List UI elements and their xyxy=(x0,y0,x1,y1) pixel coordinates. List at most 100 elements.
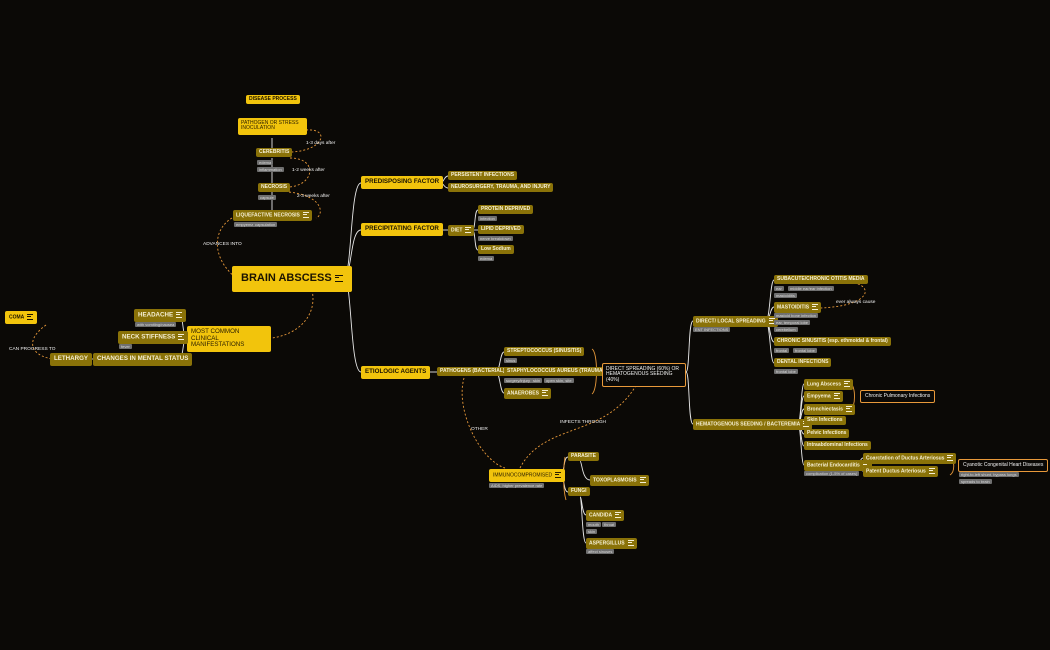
bronchiectasis-node[interactable]: Bronchiectasis xyxy=(804,404,855,415)
parasite-node[interactable]: PARASITE xyxy=(568,452,599,462)
dental-node[interactable]: DENTAL INFECTIONS xyxy=(774,358,832,368)
patent-ductus-node[interactable]: Patent Ductus Arteriosus xyxy=(863,466,938,477)
chronic-pulmonary-node[interactable]: Chronic Pulmonary Infections xyxy=(860,390,936,404)
cerebritis-node[interactable]: CEREBRITIS xyxy=(256,148,293,158)
cyanotic-node[interactable]: Cyanotic Congenital Heart Diseases xyxy=(958,459,1049,473)
diet-node[interactable]: DIET xyxy=(448,225,475,236)
note-icon xyxy=(844,381,850,387)
coarctation-node[interactable]: Coarctation of Ductus Arteriosus xyxy=(863,453,957,464)
bronch-label: Bronchiectasis xyxy=(807,406,843,413)
cyanotic-tag: spreads to brain xyxy=(959,479,992,484)
anaerobes-node[interactable]: ANAEROBES xyxy=(504,388,551,399)
skin-infections-node[interactable]: Skin Infections xyxy=(804,416,846,426)
edge-label-other: OTHER xyxy=(471,427,488,432)
predisposing-node[interactable]: PREDISPOSING FACTOR xyxy=(361,176,444,189)
liquefactive-tag: empyema xyxy=(234,222,256,227)
precipitating-node[interactable]: PRECIPITATING FACTOR xyxy=(361,223,443,236)
mastoiditis-node[interactable]: MASTOIDITIS xyxy=(774,302,822,313)
coarc-label: Coarctation of Ductus Arteriosus xyxy=(866,455,945,462)
anaerobes-label: ANAEROBES xyxy=(507,390,539,397)
lethargy-node[interactable]: LETHARGY xyxy=(50,353,93,366)
hematogenous-node[interactable]: HEMATOGENOUS SEEDING / BACTEREMIA xyxy=(693,419,813,430)
note-icon xyxy=(928,468,935,474)
edge-label-liquefactive: 2-3 weeks after xyxy=(297,194,330,199)
staph-tag: skin xyxy=(531,378,543,383)
edge-label-necrosis: 1-2 weeks after xyxy=(292,168,325,173)
local-spreading-node[interactable]: DIRECT/ LOCAL SPREADING xyxy=(693,316,778,327)
note-icon xyxy=(334,274,343,282)
staph-node[interactable]: STAPHYLOCOCCUS AUREUS (TRAUMA) xyxy=(504,367,608,377)
hema-label: HEMATOGENOUS SEEDING / BACTEREMIA xyxy=(696,421,801,428)
staph-tag: open skin, site xyxy=(544,378,574,383)
lung-label: Lung Abscess xyxy=(807,381,841,388)
note-icon xyxy=(768,318,775,324)
protein-node[interactable]: PROTEIN DEPRIVED xyxy=(478,205,534,215)
candida-label: CANDIDA xyxy=(589,512,613,519)
immuno-node[interactable]: IMMUNOCOMPROMISED xyxy=(489,469,566,482)
root-label: BRAIN ABSCESS xyxy=(241,272,332,284)
root-node[interactable]: BRAIN ABSCESS xyxy=(232,266,352,292)
otitis-tag: middle ear/ear infection xyxy=(788,286,834,291)
neck-label: NECK STIFFNESS xyxy=(122,333,176,341)
empyema-node[interactable]: Empyema xyxy=(804,391,843,402)
note-icon xyxy=(833,393,840,399)
pelvic-infections-node[interactable]: Pelvic Infections xyxy=(804,429,850,439)
pathogen-node[interactable]: PATHOGEN OR STRESS INOCULATION xyxy=(238,118,307,135)
liquefactive-label: LIQUEFACTIVE NECROSIS xyxy=(236,212,300,219)
local-tag: ENT INFECTIONS xyxy=(693,327,731,332)
etiologic-node[interactable]: ETIOLOGIC AGENTS xyxy=(361,366,431,379)
headache-node[interactable]: HEADACHE xyxy=(134,309,187,323)
endocarditis-node[interactable]: Bacterial Endocarditis xyxy=(804,460,872,471)
endo-tag: complication (1-5% of cases) xyxy=(804,471,860,476)
neck-stiffness-node[interactable]: NECK STIFFNESS xyxy=(118,331,189,345)
necrosis-tag: capsule xyxy=(258,195,276,200)
note-icon xyxy=(178,334,185,340)
mastoid-tag: mastoid bone infection xyxy=(774,313,819,318)
pathogens-node[interactable]: PATHOGENS (BACTERIAL) xyxy=(437,367,508,377)
note-icon xyxy=(947,455,954,461)
note-icon xyxy=(302,212,309,218)
disease-process-header[interactable]: DISEASE PROCESS xyxy=(246,95,300,105)
lung-abscess-node[interactable]: Lung Abscess xyxy=(804,379,853,390)
dental-tag: frontal lobe xyxy=(774,369,798,374)
predisposing-item[interactable]: NEUROSURGERY, TRAUMA, AND INJURY xyxy=(448,183,554,193)
liquefactive-node[interactable]: LIQUEFACTIVE NECROSIS xyxy=(233,210,312,221)
note-icon xyxy=(27,314,34,320)
fungi-node[interactable]: FUNGI xyxy=(568,487,590,497)
spreading-node[interactable]: DIRECT SPREADING (60%) OR HEMATOGENOUS S… xyxy=(602,363,686,387)
empyema-label: Empyema xyxy=(807,393,831,400)
mental-status-node[interactable]: CHANGES IN MENTAL STATUS xyxy=(93,353,193,366)
liquefactive-tag: capsulation xyxy=(253,222,278,227)
edge-label-always: ever always cause xyxy=(836,300,876,305)
necrosis-node[interactable]: NECROSIS xyxy=(258,183,291,193)
immuno-tag: AIDS, higher prevalence rate xyxy=(489,483,545,488)
aspergillus-tag: affect sinuses xyxy=(586,549,615,554)
candida-tag: skin xyxy=(586,529,598,534)
note-icon xyxy=(615,512,622,518)
diet-label: DIET xyxy=(451,227,463,234)
strep-node[interactable]: STREPTOCOCCUS (SINUSITIS) xyxy=(504,347,585,357)
patent-label: Patent Ductus Arteriosus xyxy=(866,468,926,475)
note-icon xyxy=(812,304,819,310)
lipid-node[interactable]: LIPID DEPRIVED xyxy=(478,225,524,235)
candida-node[interactable]: CANDIDA xyxy=(586,510,625,521)
sodium-node[interactable]: Low Sodium xyxy=(478,245,514,255)
coma-node[interactable]: COMA xyxy=(5,311,38,324)
protein-tag: infection xyxy=(478,216,497,221)
aspergillus-node[interactable]: ASPERGILLUS xyxy=(586,538,637,549)
predisposing-item[interactable]: PERSISTENT INFECTIONS xyxy=(448,171,518,181)
intraabdominal-node[interactable]: Intraabdominal Infections xyxy=(804,441,871,451)
otitis-node[interactable]: SUBACUTE/CHRONIC OTITIS MEDIA xyxy=(774,275,868,285)
toxo-node[interactable]: TOXOPLASMOSIS xyxy=(590,475,649,486)
manifestations-node[interactable]: MOST COMMON CLINICAL MANIFESTATIONS xyxy=(187,326,271,352)
mastoid-tag: ear, temporal lobe xyxy=(774,320,811,325)
otitis-tag: mastoiditis xyxy=(774,293,797,298)
neck-tag: fever xyxy=(119,344,132,349)
lipid-tag: nerve breakdown xyxy=(478,236,513,241)
local-label: DIRECT/ LOCAL SPREADING xyxy=(696,318,766,325)
note-icon xyxy=(627,540,634,546)
headache-tag: with vomiting/nausea xyxy=(135,322,177,327)
immuno-label: IMMUNOCOMPROMISED xyxy=(493,472,553,479)
note-icon xyxy=(639,477,646,483)
sinusitis-node[interactable]: CHRONIC SINUSITIS (esp. ethmoidal & fron… xyxy=(774,337,891,347)
